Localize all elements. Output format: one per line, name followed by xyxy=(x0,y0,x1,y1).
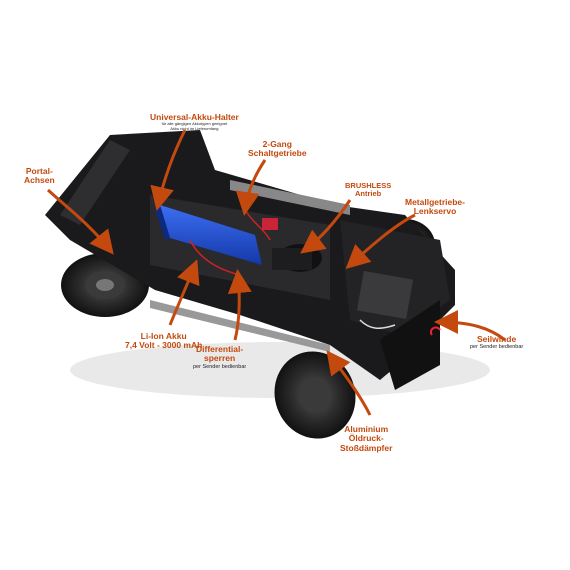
akku-halter-title: Universal-Akku-Halter xyxy=(150,112,239,122)
seilwinde-line1: Seilwinde xyxy=(477,334,517,344)
battery-pack xyxy=(155,205,262,265)
label-seilwinde: Seilwinde per Sender bedienbar xyxy=(470,334,524,351)
li-ion-line1: Li-Ion Akku xyxy=(140,331,187,341)
akku-halter-sub2: Akku nicht im Lieferumfang xyxy=(170,125,219,131)
label-brushless: BRUSHLESS Antrieb xyxy=(345,181,392,199)
portal-line2: Achsen xyxy=(24,175,55,186)
daempfer-line3: Stoßdämpfer xyxy=(340,442,393,453)
brushless-line1: BRUSHLESS xyxy=(345,181,392,190)
daempfer-line1: Aluminium xyxy=(344,424,389,434)
label-lenkservo: Metallgetriebe- Lenkservo xyxy=(405,197,465,217)
lenkservo-line1: Metallgetriebe- xyxy=(405,197,465,207)
winch-hook xyxy=(430,326,441,336)
li-ion-line2: 7,4 Volt - 3000 mAh xyxy=(125,340,203,351)
schaltgetriebe-line1: 2-Gang xyxy=(262,139,292,149)
label-akku-halter: Universal-Akku-Halter für alle gängigen … xyxy=(150,112,239,131)
lenkservo-line2: Lenkservo xyxy=(413,206,457,217)
akku-halter-sub1: für alle gängigen Akkutypen geeignet xyxy=(161,121,228,127)
motor xyxy=(272,244,322,272)
seilwinde-line2: per Sender bedienbar xyxy=(470,344,524,351)
label-daempfer: Aluminium Öldruck- Stoßdämpfer xyxy=(340,424,393,453)
brushless-line2: Antrieb xyxy=(355,189,382,199)
schaltgetriebe-line2: Schaltgetriebe xyxy=(248,148,307,159)
label-differential: Differential- sperren per Sender bedienb… xyxy=(193,344,247,370)
label-portal: Portal- Achsen xyxy=(24,166,55,186)
differential-line1: Differential- xyxy=(195,344,244,354)
portal-line1: Portal- xyxy=(25,166,53,176)
daempfer-line2: Öldruck- xyxy=(348,433,384,444)
esc-unit xyxy=(262,218,278,230)
differential-line2: sperren xyxy=(204,353,236,364)
differential-line3: per Sender bedienbar xyxy=(193,363,247,370)
callout-arrows xyxy=(46,129,506,416)
label-schaltgetriebe: 2-Gang Schaltgetriebe xyxy=(248,139,307,159)
label-li-ion: Li-Ion Akku 7,4 Volt - 3000 mAh xyxy=(125,331,203,351)
